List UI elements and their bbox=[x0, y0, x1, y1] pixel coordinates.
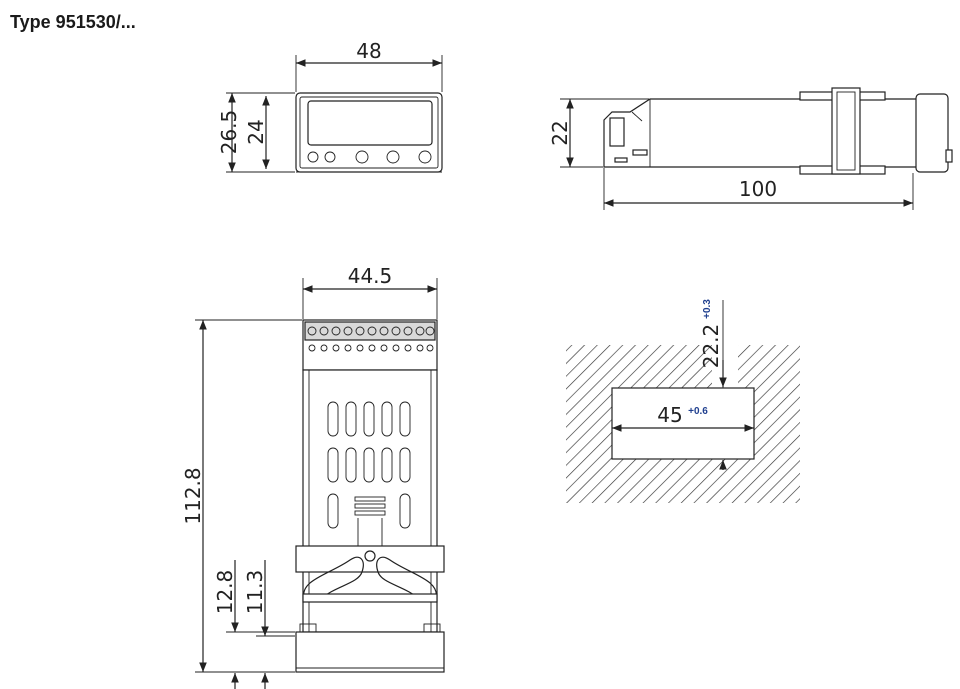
cutout-height-label: 22.2 bbox=[699, 324, 723, 369]
side-view: 22 100 bbox=[548, 87, 953, 210]
terminal-screws bbox=[307, 326, 435, 352]
side-height-label: 22 bbox=[548, 120, 572, 145]
front-view: 48 26.5 24 bbox=[217, 39, 443, 173]
front-outer-height-label: 26.5 bbox=[217, 110, 241, 155]
front-buttons bbox=[307, 150, 432, 164]
top-dim-b-label: 11.3 bbox=[243, 570, 267, 615]
front-width-label: 48 bbox=[356, 39, 381, 63]
cutout-width-label: 45 bbox=[657, 403, 682, 427]
panel-cutout: 22.2 +0.3 45 +0.6 bbox=[566, 299, 800, 503]
display-window bbox=[307, 100, 433, 146]
cutout-width-tolerance: +0.6 bbox=[688, 406, 708, 417]
top-view: 44.5 112.8 12.8 11.3 bbox=[181, 264, 445, 689]
front-inner-height-label: 24 bbox=[244, 119, 268, 144]
cutout-height-tolerance: +0.3 bbox=[702, 299, 713, 319]
top-length-label: 112.8 bbox=[181, 467, 205, 524]
side-length-label: 100 bbox=[739, 177, 777, 201]
vent-slots bbox=[327, 401, 411, 529]
top-dim-a-label: 12.8 bbox=[213, 570, 237, 615]
document-title: Type 951530/... bbox=[10, 12, 136, 32]
top-width-label: 44.5 bbox=[348, 264, 393, 288]
